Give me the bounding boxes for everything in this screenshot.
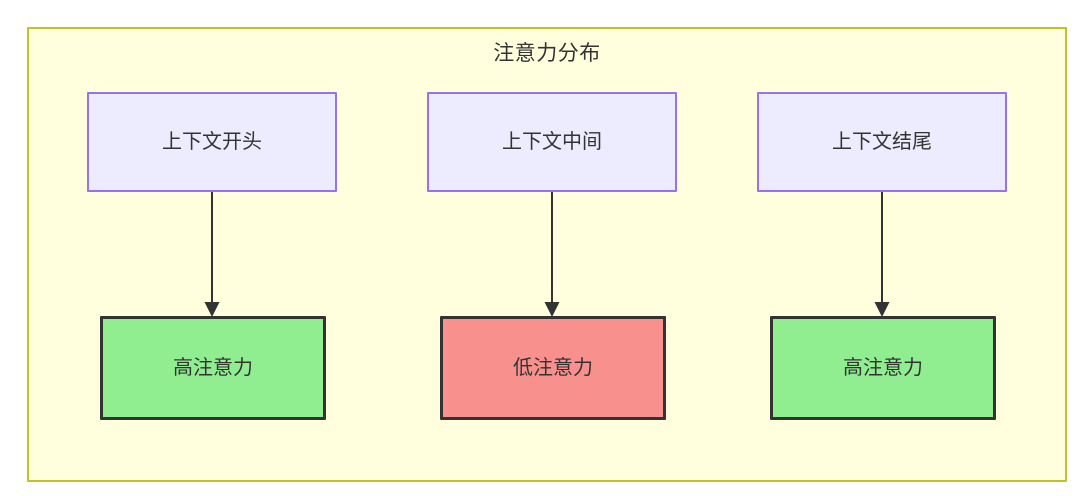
node-context-middle[interactable]: 上下文中间 [427, 92, 677, 192]
node-context-end[interactable]: 上下文结尾 [757, 92, 1007, 192]
node-low-attention-middle[interactable]: 低注意力 [440, 316, 666, 420]
cluster-title: 注意力分布 [493, 42, 601, 65]
node-high-attention-end[interactable]: 高注意力 [770, 316, 996, 420]
node-label: 高注意力 [173, 357, 253, 379]
node-label: 高注意力 [843, 357, 923, 379]
node-label: 上下文开头 [162, 131, 262, 153]
node-label: 上下文结尾 [832, 131, 932, 153]
node-context-start[interactable]: 上下文开头 [87, 92, 337, 192]
node-label: 低注意力 [513, 357, 593, 379]
node-label: 上下文中间 [502, 131, 602, 153]
node-high-attention-start[interactable]: 高注意力 [100, 316, 326, 420]
